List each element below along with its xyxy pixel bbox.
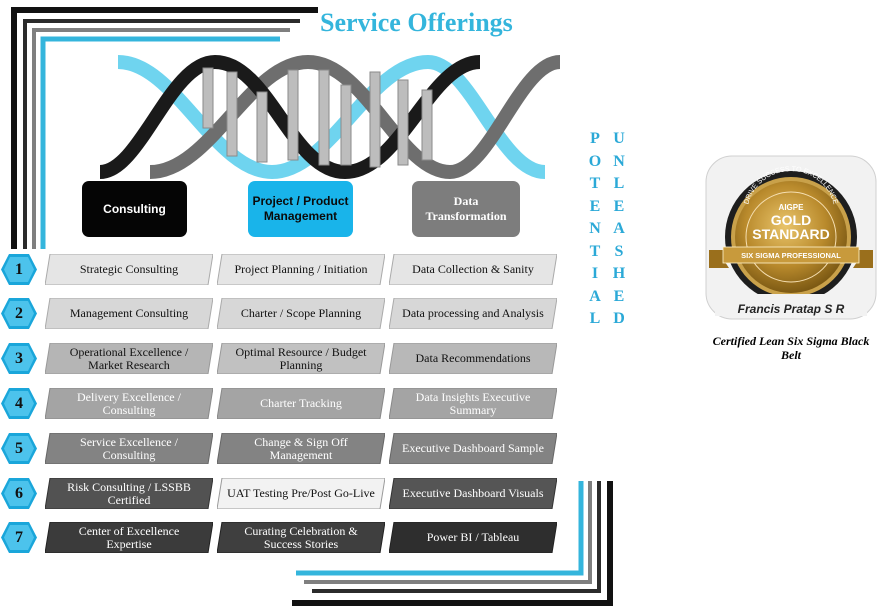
offering-cell: Charter Tracking bbox=[217, 388, 385, 419]
badge-org: AIGPE bbox=[779, 203, 805, 212]
row-number: 3 bbox=[15, 349, 23, 367]
offering-cell: Charter / Scope Planning bbox=[217, 298, 385, 329]
offering-cell: Data Collection & Sanity bbox=[389, 254, 557, 285]
offering-label: Management Consulting bbox=[69, 306, 189, 320]
vertical-letter: D bbox=[613, 310, 625, 327]
vertical-letter: N bbox=[613, 152, 625, 170]
row-number: 7 bbox=[15, 528, 23, 546]
offering-cell: Optimal Resource / Budget Planning bbox=[217, 343, 385, 374]
vertical-letter: O bbox=[588, 152, 602, 170]
offering-label: Delivery Excellence / Consulting bbox=[77, 389, 181, 417]
offering-cell: Curating Celebration & Success Stories bbox=[217, 522, 385, 553]
row-number: 2 bbox=[15, 304, 23, 322]
offering-cell: Strategic Consulting bbox=[45, 254, 213, 285]
offering-cell: Service Excellence / Consulting bbox=[45, 433, 213, 464]
badge-line1: GOLD bbox=[771, 212, 811, 228]
offering-label: Charter Tracking bbox=[260, 396, 342, 410]
row-number-badge: 2 bbox=[1, 298, 37, 329]
offering-label: Project Planning / Initiation bbox=[234, 262, 368, 276]
offering-label: Risk Consulting / LSSBB Certified bbox=[67, 479, 191, 507]
vertical-letter: T bbox=[589, 242, 601, 260]
vertical-letter: E bbox=[613, 287, 625, 305]
vertical-letter: L bbox=[589, 310, 601, 327]
offering-label: Service Excellence / Consulting bbox=[80, 434, 178, 462]
row-number: 6 bbox=[15, 484, 23, 502]
offering-label: Data Collection & Sanity bbox=[412, 262, 534, 276]
offering-label: Change & Sign Off Management bbox=[254, 434, 348, 462]
vertical-letter: L bbox=[613, 175, 625, 192]
header-consulting: Consulting bbox=[82, 181, 187, 237]
offering-cell: Executive Dashboard Sample bbox=[389, 433, 557, 464]
vertical-letter: U bbox=[613, 130, 625, 147]
offering-cell: Management Consulting bbox=[45, 298, 213, 329]
offering-cell: UAT Testing Pre/Post Go-Live bbox=[217, 478, 385, 509]
offering-cell: Data Insights Executive Summary bbox=[389, 388, 557, 419]
offering-cell: Center of Excellence Expertise bbox=[45, 522, 213, 553]
offering-label: Strategic Consulting bbox=[79, 262, 179, 276]
vertical-letter: T bbox=[589, 175, 601, 192]
vertical-letter: E bbox=[613, 197, 625, 215]
offering-cell: Operational Excellence / Market Research bbox=[45, 343, 213, 374]
offering-label: Executive Dashboard Sample bbox=[402, 441, 544, 455]
vertical-letter: A bbox=[613, 220, 625, 237]
offering-label: Optimal Resource / Budget Planning bbox=[235, 344, 367, 372]
offering-cell: Project Planning / Initiation bbox=[217, 254, 385, 285]
offering-cell: Data processing and Analysis bbox=[389, 298, 557, 329]
row-number-badge: 3 bbox=[1, 343, 37, 374]
page-title: Service Offerings bbox=[320, 8, 513, 37]
vertical-letter: S bbox=[614, 242, 624, 260]
vertical-letter: P bbox=[590, 130, 600, 147]
certification-caption: Certified Lean Six Sigma Black Belt bbox=[712, 334, 870, 362]
row-number-badge: 4 bbox=[1, 388, 37, 419]
row-number-badge: 7 bbox=[1, 522, 37, 553]
row-number: 5 bbox=[15, 439, 23, 457]
frame-and-helix-graphic bbox=[11, 7, 613, 606]
offering-label: Data processing and Analysis bbox=[402, 306, 544, 320]
vertical-letter: H bbox=[612, 265, 626, 282]
offering-label: Power BI / Tableau bbox=[426, 530, 520, 544]
offering-label: Data Insights Executive Summary bbox=[415, 389, 531, 417]
offering-label: Operational Excellence / Market Research bbox=[69, 344, 189, 372]
vertical-letter: E bbox=[589, 197, 601, 215]
row-number: 1 bbox=[15, 260, 23, 278]
header-data-transformation: Data Transformation bbox=[412, 181, 520, 237]
offering-cell: Delivery Excellence / Consulting bbox=[45, 388, 213, 419]
vertical-letter: I bbox=[591, 265, 599, 282]
offering-label: Curating Celebration & Success Stories bbox=[244, 523, 358, 551]
offering-label: Charter / Scope Planning bbox=[240, 306, 362, 320]
badge-name: Francis Pratap S R bbox=[738, 302, 845, 316]
offering-label: Center of Excellence Expertise bbox=[78, 523, 180, 551]
row-number: 4 bbox=[15, 394, 23, 412]
row-number-badge: 5 bbox=[1, 433, 37, 464]
offering-label: Data Recommendations bbox=[415, 351, 531, 365]
vertical-letter: A bbox=[589, 287, 601, 305]
gold-standard-badge: DRIVE SUCCESS TO EXCELLENCE AIGPE GOLD S… bbox=[705, 155, 877, 320]
offering-label: Executive Dashboard Visuals bbox=[402, 486, 544, 500]
header-project-product-management: Project / Product Management bbox=[248, 181, 353, 237]
badge-ribbon: SIX SIGMA PROFESSIONAL bbox=[741, 251, 841, 260]
offering-cell: Data Recommendations bbox=[389, 343, 557, 374]
vertical-letter: N bbox=[589, 220, 601, 237]
badge-line2: STANDARD bbox=[752, 226, 830, 242]
row-number-badge: 6 bbox=[1, 478, 37, 509]
offering-cell: Executive Dashboard Visuals bbox=[389, 478, 557, 509]
offering-label: UAT Testing Pre/Post Go-Live bbox=[227, 486, 375, 500]
offering-cell: Risk Consulting / LSSBB Certified bbox=[45, 478, 213, 509]
offering-cell: Change & Sign Off Management bbox=[217, 433, 385, 464]
row-number-badge: 1 bbox=[1, 254, 37, 285]
offering-cell: Power BI / Tableau bbox=[389, 522, 557, 553]
